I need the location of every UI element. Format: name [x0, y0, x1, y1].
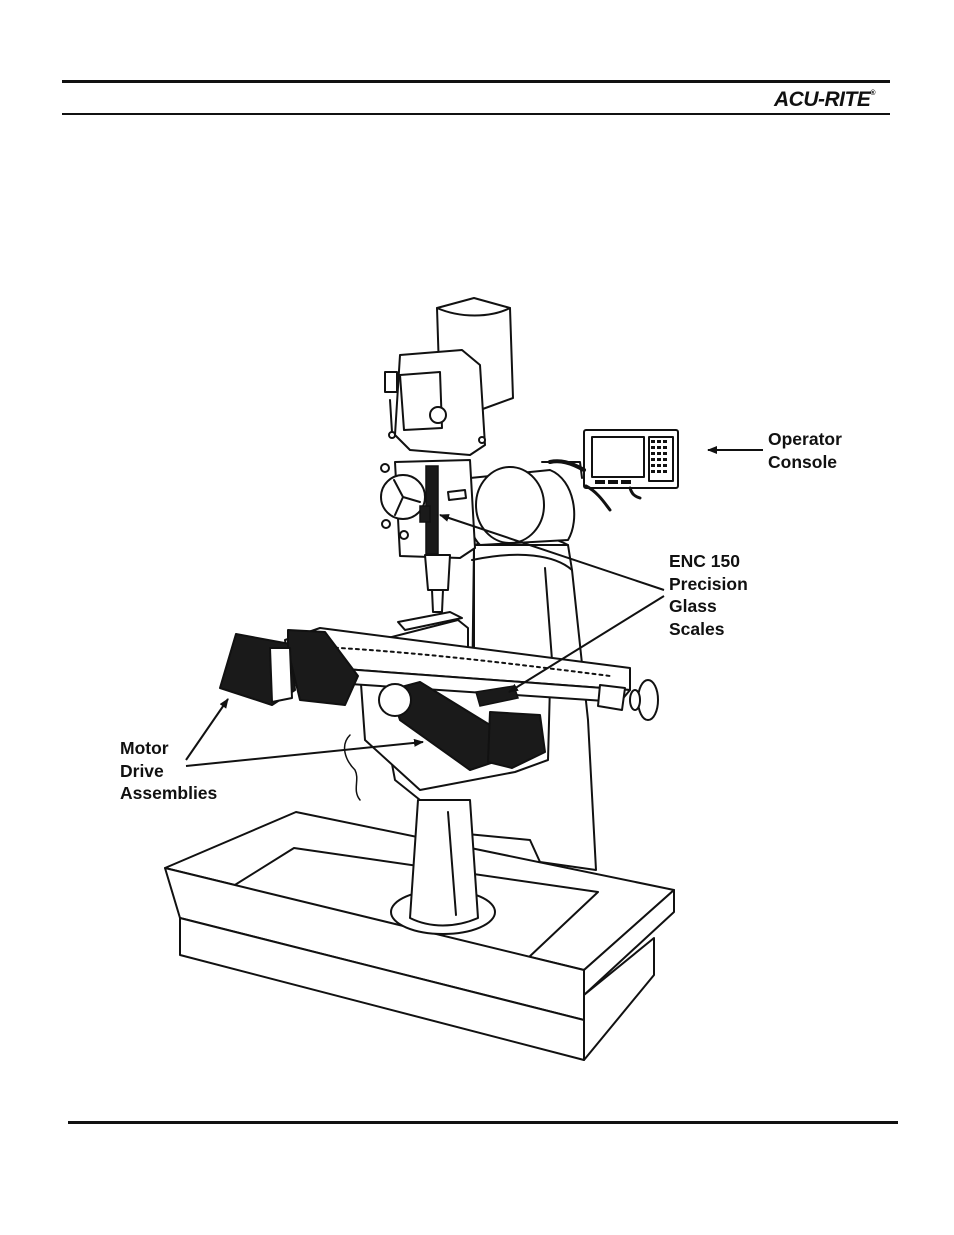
arrow-motor-drive-left — [185, 698, 229, 761]
callout-motor-drive: Motor Drive Assemblies — [120, 738, 218, 803]
glass-scale-horizontal — [475, 685, 519, 707]
arrow-scale-horizontal — [508, 595, 665, 693]
header-rule-bottom — [62, 113, 890, 115]
glass-scales — [419, 465, 519, 707]
operator-console — [548, 429, 679, 512]
motor-drive-left — [219, 629, 359, 706]
motor-drive-right — [378, 681, 546, 771]
callout-glass-scales: ENC 150 Precision Glass Scales — [669, 551, 748, 639]
mill-head — [380, 297, 514, 613]
header-rule-top — [62, 80, 890, 83]
arrow-motor-drive-right — [185, 738, 424, 767]
base-tray — [164, 811, 675, 1061]
callout-operator-console: Operator Console — [768, 429, 842, 472]
ram — [466, 461, 583, 546]
arrow-scale-vertical — [439, 514, 665, 591]
footer-rule — [68, 1121, 898, 1124]
acu-rite-logo: ACU-RITE® — [774, 88, 875, 111]
pedestal — [390, 799, 496, 935]
cable — [343, 734, 361, 801]
